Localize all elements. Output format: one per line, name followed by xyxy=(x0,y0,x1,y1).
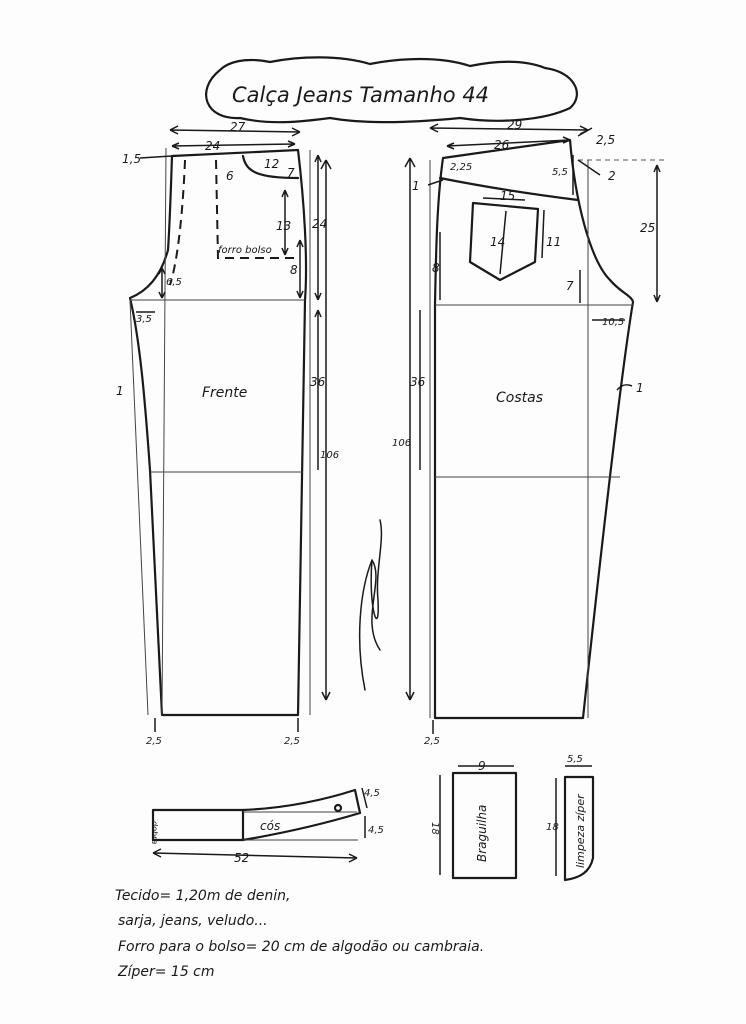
front-lining-label: forro bolso xyxy=(218,245,272,256)
zipper-facing-width-label: 5,5 xyxy=(567,754,583,765)
back-waist-label: 26 xyxy=(494,138,510,152)
front-hem-right-label: 2,5 xyxy=(284,736,300,747)
front-rise-height-label: 24 xyxy=(312,217,327,231)
zipper-facing-piece xyxy=(555,765,595,882)
pattern-title: Calça Jeans Tamanho 44 xyxy=(232,83,489,107)
back-pocket-center-label: 14 xyxy=(490,235,505,249)
front-piece-label: Frente xyxy=(202,385,247,401)
front-waist-rise-label: 1,5 xyxy=(122,152,141,166)
waistband-height-label: 4,5 xyxy=(368,825,384,836)
front-crotch-ext-label: 3,5 xyxy=(136,314,152,325)
back-knee-label: 36 xyxy=(410,375,426,389)
back-side-out-label: 1 xyxy=(636,381,644,395)
zipper-facing-label: limpeza zíper xyxy=(574,793,587,868)
materials-notes: Tecido= 1,20m de denin, sarja, jeans, ve… xyxy=(115,888,484,980)
back-yoke-left-label: 2,25 xyxy=(450,162,472,173)
fly-label: Braguilha xyxy=(475,805,489,862)
back-pocket-side-label: 11 xyxy=(546,235,561,249)
designer-signature xyxy=(358,519,383,691)
back-crotch-ext-label: 10,5 xyxy=(602,317,624,328)
front-length-label: 106 xyxy=(320,450,339,461)
waistband-length-label: 52 xyxy=(234,851,249,865)
note-line-zipper: Zíper= 15 cm xyxy=(117,964,215,980)
front-side-out-label: 1 xyxy=(116,384,124,398)
back-rise-height-label: 25 xyxy=(640,221,655,235)
note-line-fabric: Tecido= 1,20m de denin, xyxy=(115,888,290,904)
back-crotch-depth-label: 7 xyxy=(566,279,574,293)
back-pocket-width-label: 15 xyxy=(500,189,515,203)
back-piece xyxy=(404,123,668,734)
note-line-pocket-lining: Forro para o bolso= 20 cm de algodão ou … xyxy=(118,939,484,955)
back-hip-depth-label: 8 xyxy=(432,261,440,275)
title-banner: Calça Jeans Tamanho 44 xyxy=(205,56,578,124)
back-piece-label: Costas xyxy=(496,390,543,406)
back-waist-total-label: 29 xyxy=(507,118,522,132)
back-length-label: 106 xyxy=(392,438,411,449)
fly-height-label: 18 xyxy=(429,822,440,835)
back-side-in-label: 2 xyxy=(608,169,616,183)
back-hem-left-label: 2,5 xyxy=(424,736,440,747)
waistband-label: cós xyxy=(260,819,280,833)
back-waist-rise-label: 2,5 xyxy=(596,133,615,147)
waistband-piece xyxy=(151,787,368,863)
front-hip-depth-label: 8 xyxy=(290,263,298,277)
front-piece xyxy=(128,125,332,732)
waistband-height-right-label: 4,5 xyxy=(364,788,380,799)
fly-width-label: 9 xyxy=(478,759,486,773)
front-lining-depth-label: 13 xyxy=(276,219,291,233)
back-side-out-top-label: 1 xyxy=(412,179,420,193)
front-waist-total-label: 27 xyxy=(230,120,246,134)
front-crotch-depth-label: 6,5 xyxy=(166,277,182,288)
front-hem-left-label: 2,5 xyxy=(146,736,162,747)
front-waist-label: 24 xyxy=(205,139,220,153)
fly-piece xyxy=(439,765,518,880)
front-pocket-offset-label: 6 xyxy=(226,169,234,183)
back-yoke-right-label: 5,5 xyxy=(552,167,568,178)
note-line-fabric-types: sarja, jeans, veludo... xyxy=(118,913,268,929)
waistband-end-label: dobra xyxy=(150,821,159,844)
zipper-facing-height-label: 18 xyxy=(546,822,559,833)
front-pocket-width-label: 12 xyxy=(264,157,279,171)
front-pocket-depth-label: 7 xyxy=(287,166,295,180)
front-knee-label: 36 xyxy=(310,375,326,389)
